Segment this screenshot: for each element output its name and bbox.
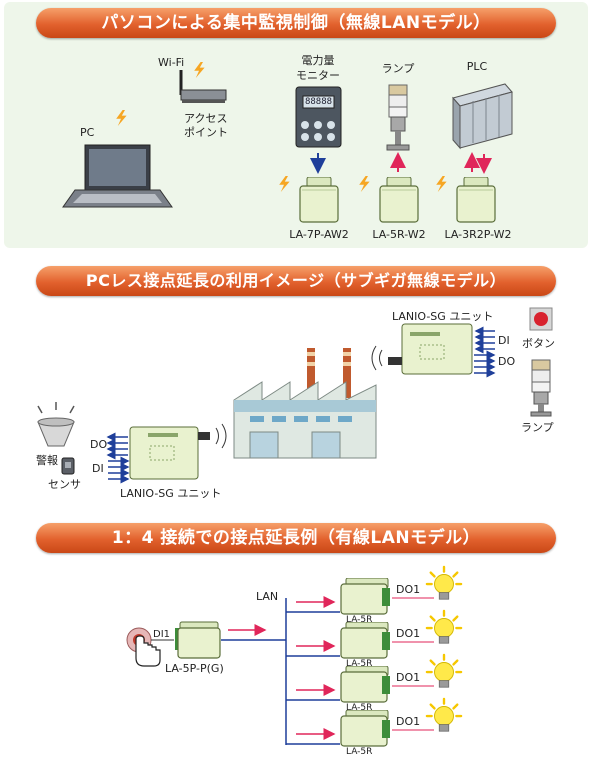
receiver-4-model: LA-5R: [346, 747, 373, 757]
top-di-label: DI: [498, 334, 510, 347]
button-label: ボタン: [522, 337, 555, 350]
alarm-label: 警報: [36, 454, 58, 467]
lamp-label: ランプ: [381, 62, 415, 75]
top-do-arrows: [474, 350, 496, 378]
section-1-title: パソコンによる集中監視制御（無線LANモデル）: [36, 8, 556, 38]
section-2-title: PCレス接点延長の利用イメージ（サブギガ無線モデル）: [36, 266, 556, 296]
meter-label-2: モニター: [296, 69, 340, 82]
access-point-icon: [179, 70, 227, 103]
lanio-unit-bottom: [129, 423, 227, 480]
receiver-3-do: DO1: [396, 671, 421, 684]
receiver-row-2: [286, 609, 463, 659]
access-point-label-2: ポイント: [184, 126, 228, 139]
unit-la-7p-aw2: [299, 177, 339, 223]
unit-la-3r2p-w2: [456, 177, 496, 223]
unit-2-label: LA-5R-W2: [372, 228, 426, 241]
plc-label: PLC: [466, 60, 488, 73]
unit-3-label: LA-3R2P-W2: [444, 228, 512, 241]
sender-label: LA-5P-P(G): [165, 662, 224, 675]
lanio-bottom-label: LANIO-SG ユニット: [120, 487, 222, 500]
wifi-bolt-icon: [194, 62, 205, 78]
stack-lamp-icon: [386, 84, 410, 151]
lanio-unit-top: [371, 323, 473, 375]
unit-1-label: LA-7P-AW2: [289, 228, 349, 241]
lanio-top-label: LANIO-SG ユニット: [392, 310, 494, 323]
unit1-bolt-icon: [279, 176, 290, 192]
di1-label: DI1: [153, 629, 171, 640]
section-3-title: 1：4 接続での接点延長例（有線LANモデル）: [36, 523, 556, 553]
unit-la-5r-w2: [379, 177, 419, 223]
lamp-label-2: ランプ: [521, 421, 554, 434]
receiver-2-model: LA-5R: [346, 659, 373, 669]
receiver-4-do: DO1: [396, 715, 421, 728]
bottom-do-label: DO: [90, 438, 108, 451]
push-button-icon: [529, 307, 553, 331]
wifi-label: Wi-Fi: [158, 56, 185, 69]
plc-icon: [452, 83, 513, 150]
receiver-3-model: LA-5R: [346, 703, 373, 713]
bottom-di-label: DI: [92, 462, 104, 475]
pc-label: PC: [80, 126, 95, 139]
receiver-2-do: DO1: [396, 627, 421, 640]
sender-unit-la-5p-pg: [175, 621, 221, 659]
bottom-do-arrows: [106, 432, 128, 460]
receiver-row-4: [286, 697, 463, 747]
receiver-1-model: LA-5R: [346, 615, 373, 625]
sensor-label: センサ: [48, 478, 81, 491]
hand-switch-icon: [126, 627, 161, 667]
bottom-di-arrows: [108, 456, 130, 484]
receiver-row-3: [286, 653, 463, 703]
meter-display: 88888: [304, 97, 333, 107]
power-meter-icon: [295, 86, 342, 148]
top-di-arrows: [474, 326, 495, 354]
wireless-bolt-icon: [116, 110, 127, 126]
top-do-label: DO: [498, 355, 516, 368]
unit2-bolt-icon: [359, 176, 370, 192]
sensor-icon: [61, 457, 75, 475]
factory-icon: [233, 348, 377, 459]
unit3-bolt-icon: [436, 176, 447, 192]
receiver-row-1: [286, 565, 463, 615]
laptop-icon: [62, 144, 173, 208]
alarm-siren-icon: [37, 402, 75, 447]
receiver-1-do: DO1: [396, 583, 421, 596]
meter-label-1: 電力量: [301, 54, 335, 67]
access-point-label-1: アクセス: [184, 112, 228, 125]
lan-label: LAN: [256, 590, 279, 603]
stack-lamp-icon-2: [530, 359, 552, 417]
